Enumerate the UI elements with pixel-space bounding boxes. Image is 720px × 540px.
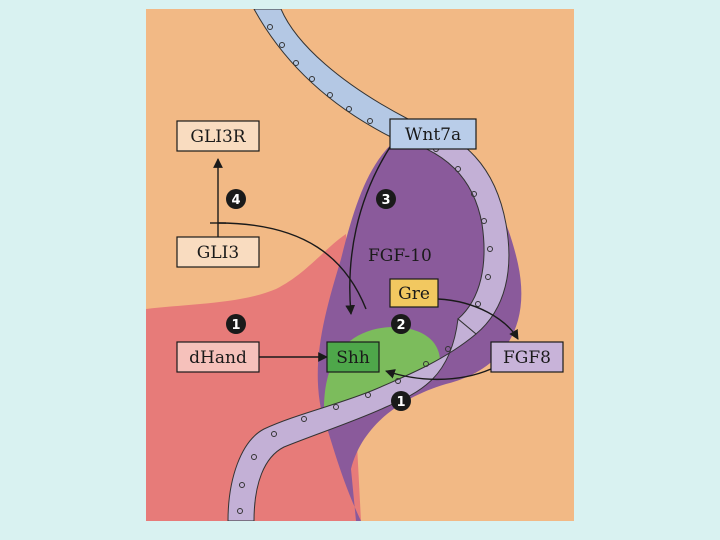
fgf8-box: FGF8 <box>490 341 564 373</box>
fgf8-to-shh-arrow <box>385 368 492 381</box>
shh-box: Shh <box>326 341 380 373</box>
ectoderm-cells <box>237 24 493 514</box>
pathway-arrows <box>210 143 519 381</box>
gre-box: Gre <box>389 278 439 308</box>
step-3-marker: 3 <box>376 189 396 209</box>
step-4-marker: 4 <box>226 189 246 209</box>
limb-bud-signaling-figure: GLI3R GLI3 dHand Shh Wnt7a Gre <box>146 9 574 521</box>
step-1-bottom-marker: 1 <box>391 391 411 411</box>
gli3-label: GLI3 <box>197 243 239 263</box>
svg-text:1: 1 <box>396 395 405 410</box>
svg-text:3: 3 <box>381 193 390 208</box>
gli3r-label: GLI3R <box>190 127 246 147</box>
limb-mesenchyme <box>317 131 522 521</box>
svg-text:1: 1 <box>231 318 240 333</box>
step-1-left-marker: 1 <box>226 314 246 334</box>
gli3r-box: GLI3R <box>176 120 260 152</box>
posterior-region <box>146 234 361 521</box>
gre-label: Gre <box>398 284 430 304</box>
figure-canvas: GLI3R GLI3 dHand Shh Wnt7a Gre <box>146 9 574 521</box>
wnt7a-to-shh-arrow <box>345 143 393 315</box>
fgf10-label: FGF-10 <box>368 246 432 266</box>
gli3-box: GLI3 <box>176 236 260 268</box>
wnt7a-label: Wnt7a <box>405 125 461 145</box>
step-2-marker: 2 <box>391 314 411 334</box>
svg-text:4: 4 <box>231 193 240 208</box>
gre-to-fgf8-arrow <box>437 298 519 340</box>
dhand-label: dHand <box>189 348 247 368</box>
wnt7a-box: Wnt7a <box>389 118 477 150</box>
fgf8-label: FGF8 <box>503 348 551 368</box>
dhand-box: dHand <box>176 341 260 373</box>
shh-inhibits-gli3-path <box>217 222 367 310</box>
svg-text:2: 2 <box>396 318 405 333</box>
shh-label: Shh <box>336 348 370 368</box>
